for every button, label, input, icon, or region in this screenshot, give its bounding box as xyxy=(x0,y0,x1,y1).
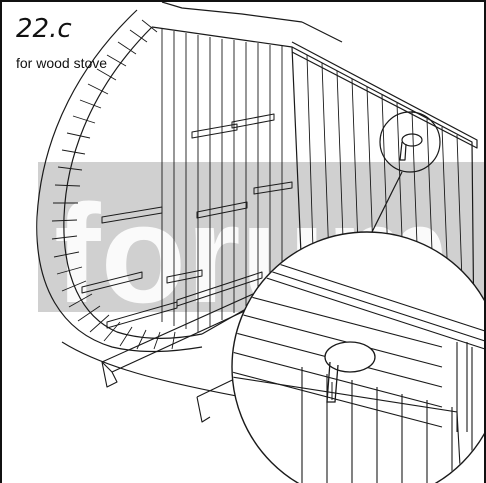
wall-brackets xyxy=(81,113,293,329)
step-caption: for wood stove xyxy=(16,55,108,71)
detail-marker-circle xyxy=(379,111,441,173)
clip-small xyxy=(401,133,423,147)
barrel-outer-arc xyxy=(36,9,203,353)
side-wall-boards xyxy=(306,54,465,341)
barrel-inner-arc xyxy=(63,26,203,339)
barrel-staves xyxy=(51,19,176,350)
top-edge xyxy=(161,2,343,43)
end-wall-boards xyxy=(161,29,283,332)
clip-small-hook xyxy=(399,141,407,161)
magnified-detail xyxy=(231,231,484,483)
side-wall-top-rail xyxy=(291,41,478,149)
step-number: 22.c xyxy=(16,14,72,44)
